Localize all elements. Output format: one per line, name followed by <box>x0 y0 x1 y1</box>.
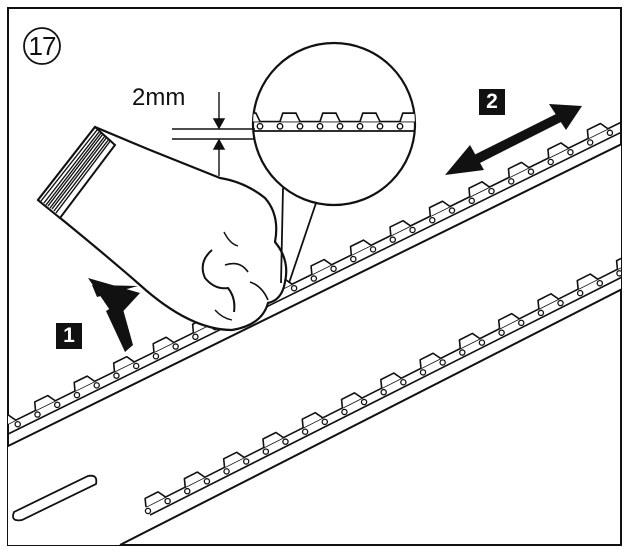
magnifier-pointer <box>280 187 317 284</box>
magnifier-detail-icon <box>251 41 417 207</box>
step-2-badge: 2 <box>479 89 505 115</box>
gloved-hand-icon <box>36 125 288 332</box>
saw-chain-lower <box>144 257 621 516</box>
step-number-badge: 17 <box>22 26 62 66</box>
chainsaw-bar-icon <box>8 144 621 545</box>
circled-number <box>23 27 61 65</box>
step-number-text: 17 <box>28 31 57 61</box>
step-1-badge: 1 <box>56 323 82 349</box>
gap-measurement-lines <box>172 92 255 176</box>
bar-slot <box>12 474 98 522</box>
gap-measurement-label: 2mm <box>132 84 186 111</box>
double-arrow-icon <box>445 104 582 175</box>
up-arrow-icon <box>88 278 140 352</box>
